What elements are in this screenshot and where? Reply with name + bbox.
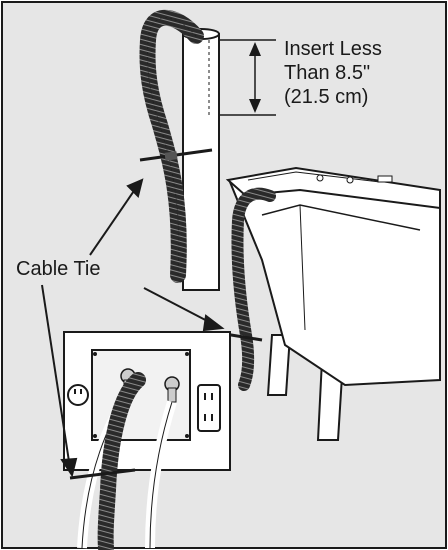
insert-label-line1: Insert Less [284,38,382,60]
cable-tie-label: Cable Tie [16,258,101,280]
laundry-tub-icon [225,166,441,441]
insert-label-line2: Than 8.5" [284,62,370,84]
drain-hose-box-icon [69,372,146,550]
leader-arrows [41,178,225,478]
insert-label-line3: (21.5 cm) [284,86,368,108]
dimension-arrow-icon [218,39,276,116]
cable-tie-icon [139,148,213,162]
tub-hose-icon [224,187,276,391]
standpipe-icon [182,28,220,291]
electrical-outlet-icon [67,384,221,432]
drain-hose-icon [139,9,204,283]
